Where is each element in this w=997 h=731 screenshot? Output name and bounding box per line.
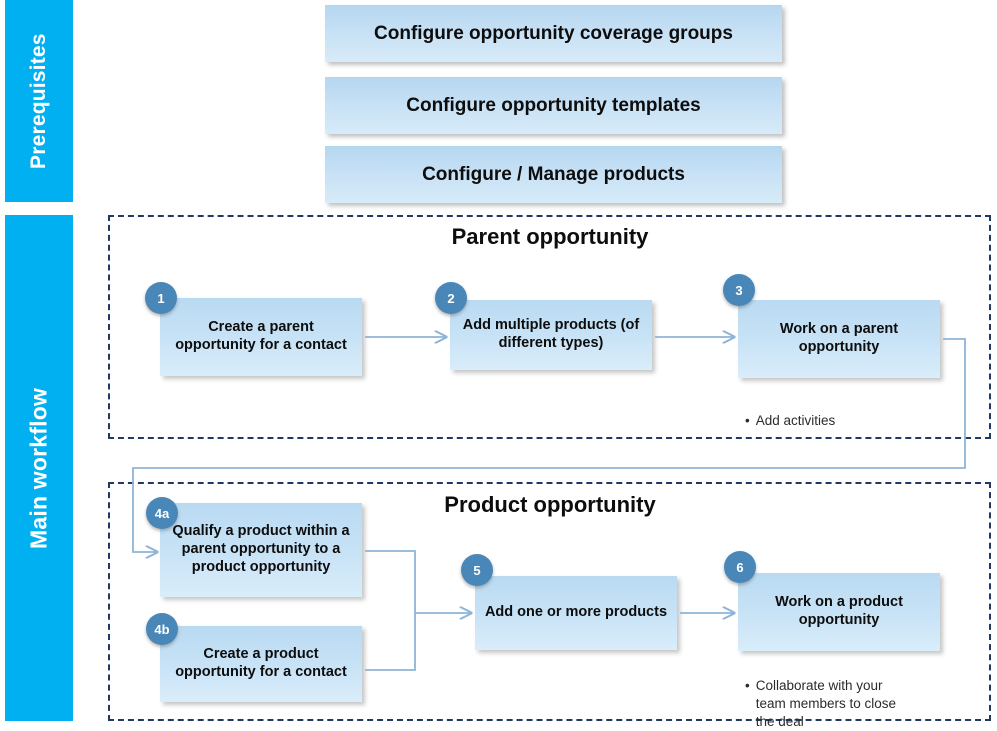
step-box-add-one-or-more-products[interactable]: Add one or more products bbox=[475, 576, 677, 650]
step-box-add-multiple-products[interactable]: Add multiple products (of different type… bbox=[450, 300, 652, 370]
note-parent-text: Add activities bbox=[755, 412, 836, 428]
step-badge-4b: 4b bbox=[146, 613, 178, 645]
prerequisite-box-opportunity-templates[interactable]: Configure opportunity templates bbox=[325, 77, 782, 134]
note-parent-opportunity: • Add activities bbox=[745, 394, 955, 430]
step-badge-4a: 4a bbox=[146, 497, 178, 529]
step-badge-5: 5 bbox=[461, 554, 493, 586]
sidebar-section-main-workflow: Main workflow bbox=[5, 215, 73, 721]
step-badge-2: 2 bbox=[435, 282, 467, 314]
step-box-work-on-product-opportunity[interactable]: Work on a product opportunity bbox=[738, 573, 940, 651]
step-box-qualify-product-within-parent[interactable]: Qualify a product within a parent opport… bbox=[160, 503, 362, 597]
step-badge-1: 1 bbox=[145, 282, 177, 314]
bullet-icon: • bbox=[745, 677, 750, 693]
step-badge-6: 6 bbox=[724, 551, 756, 583]
note-product-opportunity: • Collaborate with your team members to c… bbox=[745, 659, 920, 731]
step-box-create-product-opportunity[interactable]: Create a product opportunity for a conta… bbox=[160, 626, 362, 702]
note-product-text: Collaborate with your team members to cl… bbox=[755, 677, 897, 729]
section-title-parent-opportunity: Parent opportunity bbox=[451, 224, 649, 249]
bullet-icon: • bbox=[745, 412, 750, 428]
step-box-work-on-parent-opportunity[interactable]: Work on a parent opportunity bbox=[738, 300, 940, 378]
prerequisite-box-coverage-groups[interactable]: Configure opportunity coverage groups bbox=[325, 5, 782, 62]
prerequisite-box-manage-products[interactable]: Configure / Manage products bbox=[325, 146, 782, 203]
step-badge-3: 3 bbox=[723, 274, 755, 306]
step-box-create-parent-opportunity[interactable]: Create a parent opportunity for a contac… bbox=[160, 298, 362, 376]
sidebar-section-prerequisites: Prerequisites bbox=[5, 0, 73, 202]
